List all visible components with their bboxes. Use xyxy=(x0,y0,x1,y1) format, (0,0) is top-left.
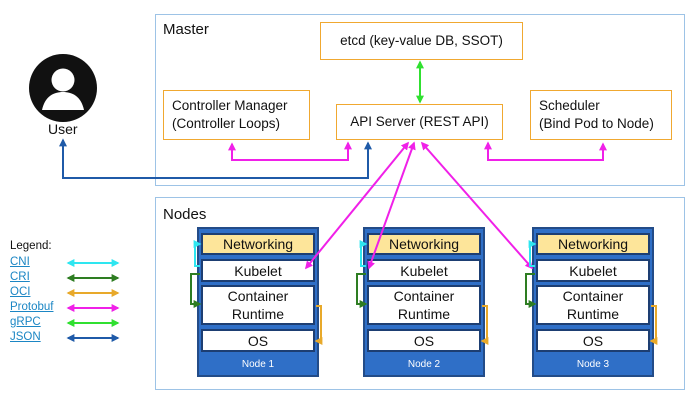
node-3-oci-arrow xyxy=(649,305,658,345)
node-1-oci-arrow xyxy=(314,305,323,345)
node-3-kubelet: Kubelet xyxy=(536,259,650,282)
user-label: User xyxy=(48,121,78,137)
api-kubelet-1-arrow xyxy=(304,141,410,270)
node-1-cni-arrow xyxy=(193,240,202,267)
node-1-runtime-line2: Runtime xyxy=(231,306,285,322)
master-title: Master xyxy=(163,21,209,38)
legend-json[interactable]: JSON xyxy=(10,331,41,343)
controller-manager-label: Controller Manager xyxy=(172,98,288,113)
api-server-label: API Server (REST API) xyxy=(350,114,489,129)
api-kubelet-3-arrow xyxy=(420,141,534,270)
scheduler-label: Scheduler xyxy=(539,98,600,113)
node-1-label: Node 1 xyxy=(241,359,275,370)
legend-cni[interactable]: CNI xyxy=(10,256,30,268)
controller-api-arrow xyxy=(228,141,352,161)
node-2-label: Node 2 xyxy=(407,359,441,370)
node-1-os: OS xyxy=(201,329,315,352)
node-3-cri-arrow xyxy=(525,273,537,308)
user-avatar-icon xyxy=(28,53,98,123)
node-2-os: OS xyxy=(367,329,481,352)
nodes-title: Nodes xyxy=(163,206,207,223)
api-server-box: API Server (REST API) xyxy=(336,104,503,140)
legend-grpc[interactable]: gRPC xyxy=(10,316,41,328)
node-3-container-runtime: Container Runtime xyxy=(536,285,650,325)
etcd-label: etcd (key-value DB, SSOT) xyxy=(340,33,503,48)
node-1-runtime-line1: Container xyxy=(227,288,289,304)
scheduler-api-arrow xyxy=(484,141,607,161)
legend-title: Legend: xyxy=(10,240,52,252)
node-1-kubelet: Kubelet xyxy=(201,259,315,282)
node-3-networking: Networking xyxy=(536,233,650,255)
node-2-cri-arrow xyxy=(356,273,368,308)
legend-cri[interactable]: CRI xyxy=(10,271,30,283)
node-1-networking: Networking xyxy=(201,233,315,255)
node-2-runtime-line2: Runtime xyxy=(397,306,451,322)
node-3-os: OS xyxy=(536,329,650,352)
node-2-cni-arrow xyxy=(359,240,368,267)
node-3-runtime-line1: Container xyxy=(562,288,624,304)
etcd-box: etcd (key-value DB, SSOT) xyxy=(320,22,523,60)
node-3-label: Node 3 xyxy=(576,359,610,370)
node-2-runtime-line1: Container xyxy=(393,288,455,304)
node-2-container-runtime: Container Runtime xyxy=(367,285,481,325)
node-1-container-runtime: Container Runtime xyxy=(201,285,315,325)
scheduler-box: Scheduler (Bind Pod to Node) xyxy=(530,90,672,140)
node-3-cni-arrow xyxy=(528,240,537,267)
node-3-runtime-line2: Runtime xyxy=(566,306,620,322)
node-2-oci-arrow xyxy=(480,305,489,345)
legend-protobuf[interactable]: Protobuf xyxy=(10,301,54,313)
controller-manager-sublabel: (Controller Loops) xyxy=(172,116,281,131)
legend-oci[interactable]: OCI xyxy=(10,286,31,298)
scheduler-sublabel: (Bind Pod to Node) xyxy=(539,116,654,131)
node-1-cri-arrow xyxy=(190,273,202,308)
api-kubelet-2-arrow xyxy=(367,141,416,270)
